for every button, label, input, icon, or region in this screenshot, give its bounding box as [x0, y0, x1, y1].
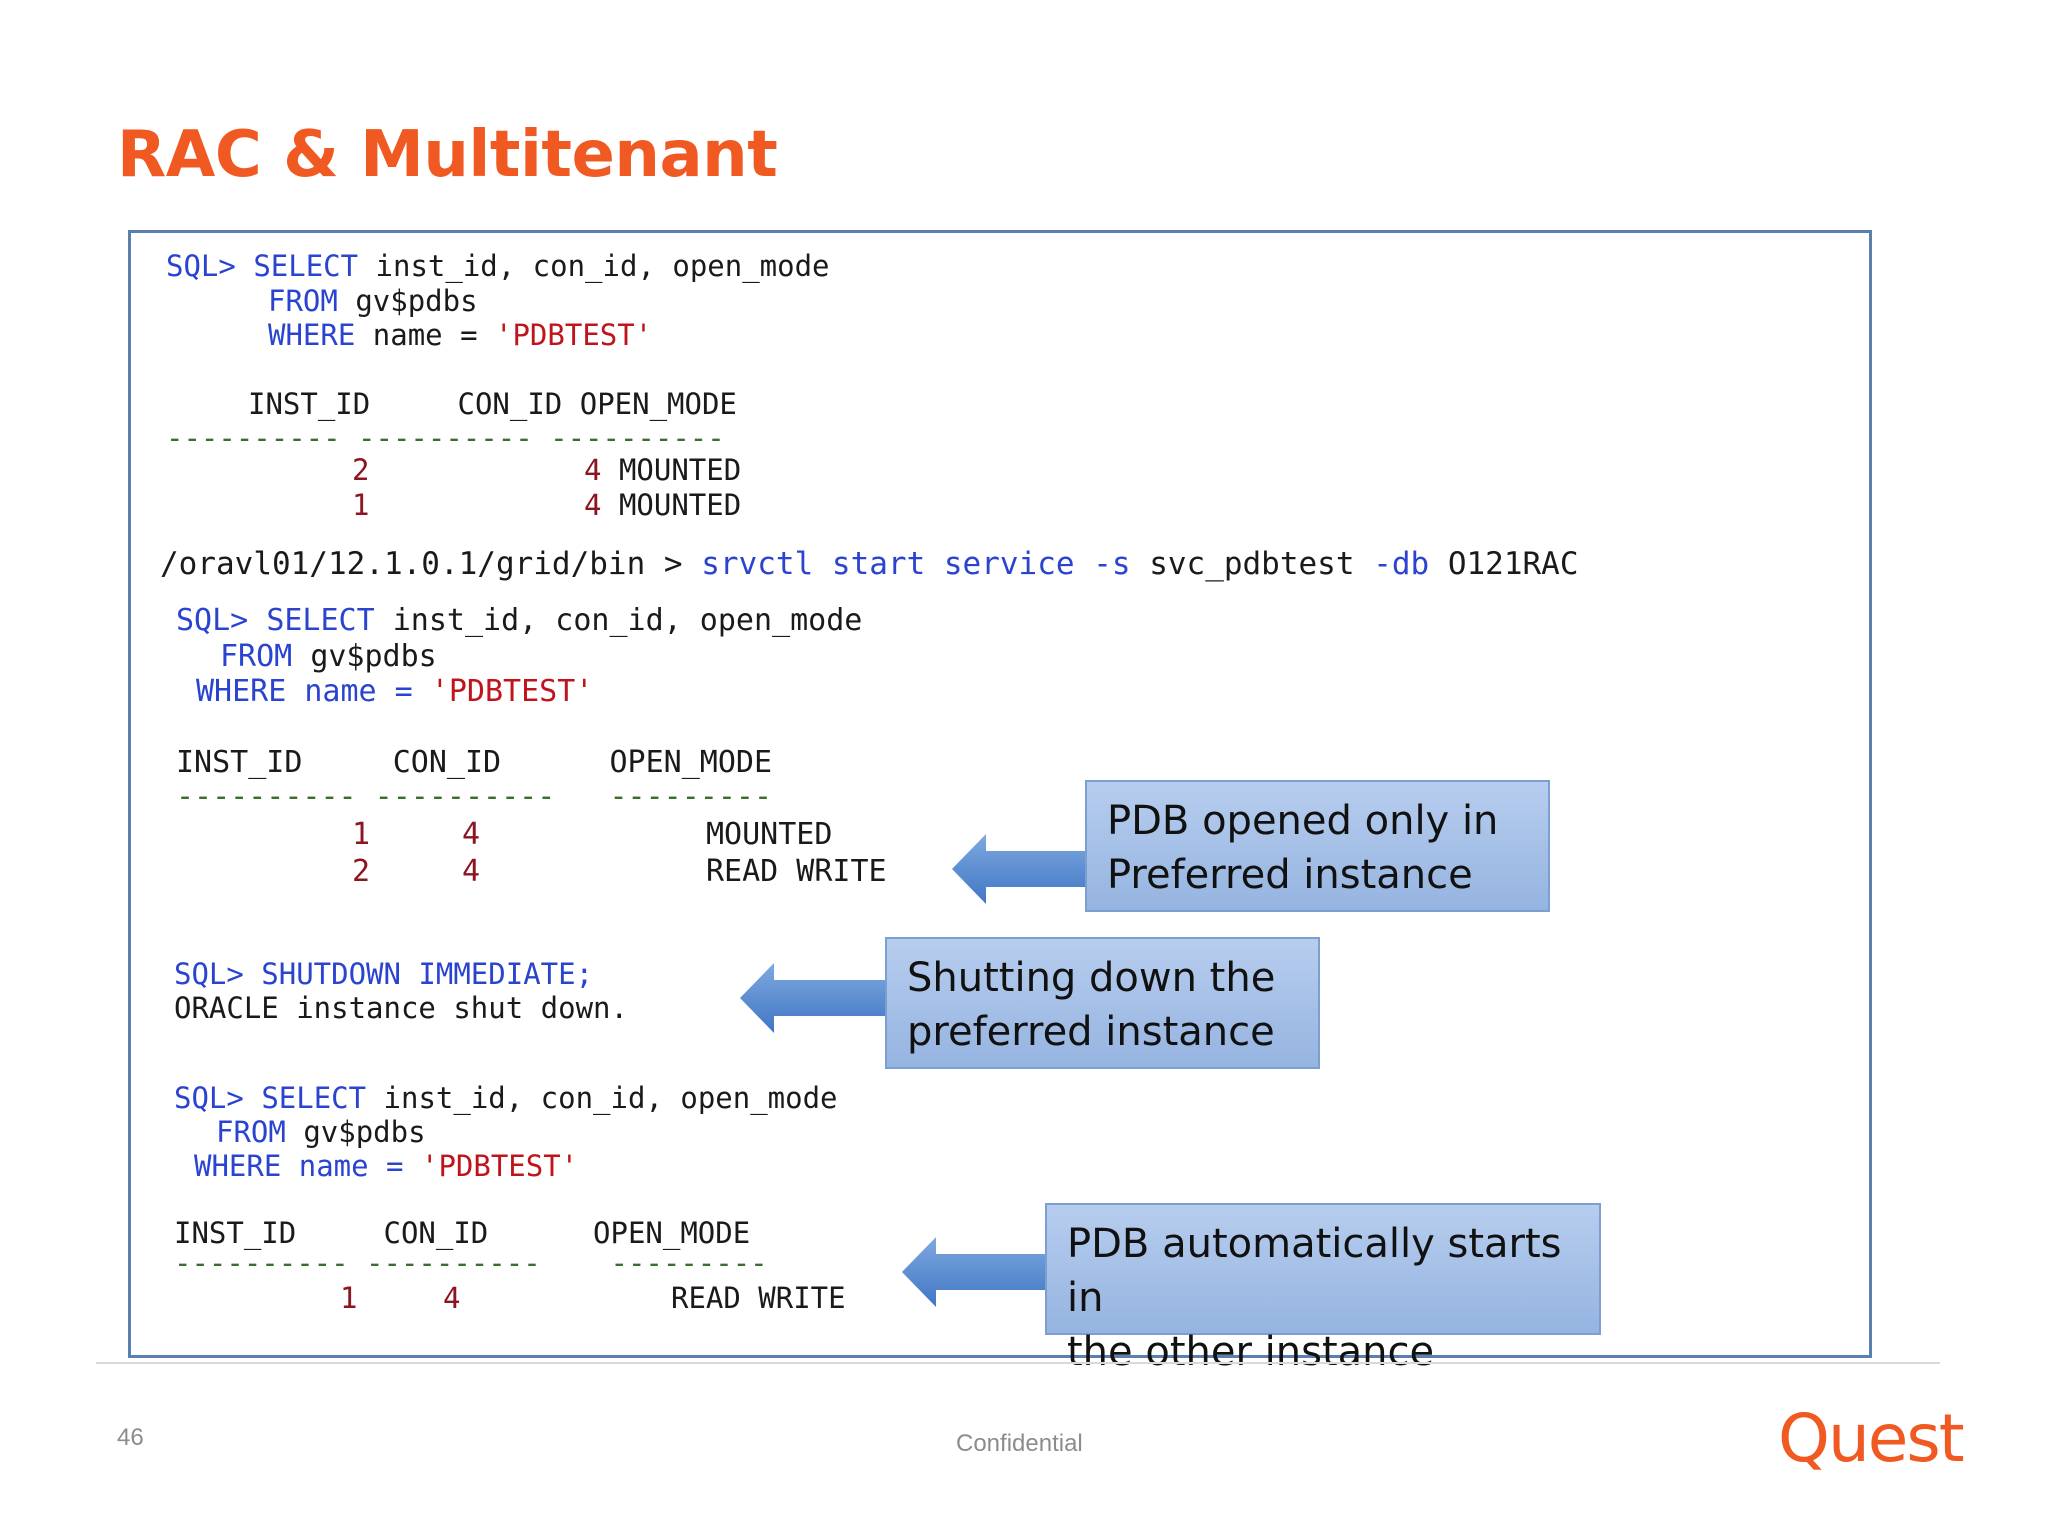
query3-result-row: 4 [443, 1281, 461, 1315]
slide-title: RAC & Multitenant [117, 118, 778, 192]
query1-result-separator: ---------- ---------- ---------- [166, 421, 725, 455]
query2-result-row: 4 [462, 817, 481, 852]
query3-result-header: INST_ID CON_ID OPEN_MODE [174, 1216, 751, 1250]
callout-text: PDB automatically starts in [1067, 1221, 1562, 1321]
query2-result-row: 1 [352, 817, 371, 852]
query1-result-row: 4 MOUNTED [584, 453, 742, 487]
query2-select-line: SQL> SELECT inst_id, con_id, open_mode [176, 603, 863, 638]
callout-text: Shutting down the [907, 955, 1276, 1001]
callout3-arrow-icon [902, 1237, 1048, 1307]
query3-result-row: 1 [340, 1281, 358, 1315]
query3-where-line: WHERE name = 'PDBTEST' [194, 1149, 579, 1183]
query1-result-row: 4 MOUNTED [584, 488, 742, 522]
query3-result-row: READ WRITE [671, 1281, 846, 1315]
query2-result-header: INST_ID CON_ID OPEN_MODE [176, 745, 773, 780]
query1-result-header: INST_ID CON_ID OPEN_MODE [248, 387, 737, 421]
query1-select-line: SQL> SELECT inst_id, con_id, open_mode [166, 249, 830, 283]
callout-pdb-opened: PDB opened only in Preferred instance [1085, 780, 1550, 912]
srvctl-command-line: /oravl01/12.1.0.1/grid/bin > srvctl star… [160, 546, 1579, 582]
shutdown-output-line: ORACLE instance shut down. [174, 991, 628, 1025]
footer-divider [96, 1362, 1940, 1364]
query2-result-separator: ---------- ---------- --------- [176, 779, 773, 814]
query2-from-line: FROM gv$pdbs [220, 639, 437, 674]
code-screenshot-panel [128, 230, 1872, 1358]
query2-result-row: 4 [462, 854, 481, 889]
query3-result-separator: ---------- ---------- --------- [174, 1246, 768, 1280]
quest-logo: Quest [1778, 1400, 1965, 1477]
callout-text: PDB opened only in [1107, 798, 1499, 844]
callout1-arrow-icon [952, 834, 1088, 904]
confidential-label: Confidential [956, 1430, 1083, 1457]
query2-where-line: WHERE name = 'PDBTEST' [196, 674, 594, 709]
callout-text: Preferred instance [1107, 852, 1473, 898]
query3-select-line: SQL> SELECT inst_id, con_id, open_mode [174, 1081, 838, 1115]
callout-shutting-down: Shutting down the preferred instance [885, 937, 1320, 1069]
shutdown-command-line: SQL> SHUTDOWN IMMEDIATE; [174, 957, 594, 991]
query1-from-line: FROM gv$pdbs [268, 284, 478, 318]
callout2-arrow-icon [740, 963, 886, 1033]
page-number: 46 [117, 1424, 144, 1451]
query3-from-line: FROM gv$pdbs [216, 1115, 426, 1149]
callout-text: preferred instance [907, 1009, 1275, 1055]
callout-auto-start: PDB automatically starts in the other in… [1045, 1203, 1601, 1375]
query2-result-row: 2 [352, 854, 371, 889]
query2-result-row: READ WRITE [706, 854, 887, 889]
query1-where-line: WHERE name = 'PDBTEST' [268, 318, 653, 352]
query1-result-row: 1 [352, 488, 370, 522]
callout-text: the other instance [1067, 1329, 1435, 1375]
query1-result-row: 2 [352, 453, 370, 487]
query2-result-row: MOUNTED [706, 817, 833, 852]
